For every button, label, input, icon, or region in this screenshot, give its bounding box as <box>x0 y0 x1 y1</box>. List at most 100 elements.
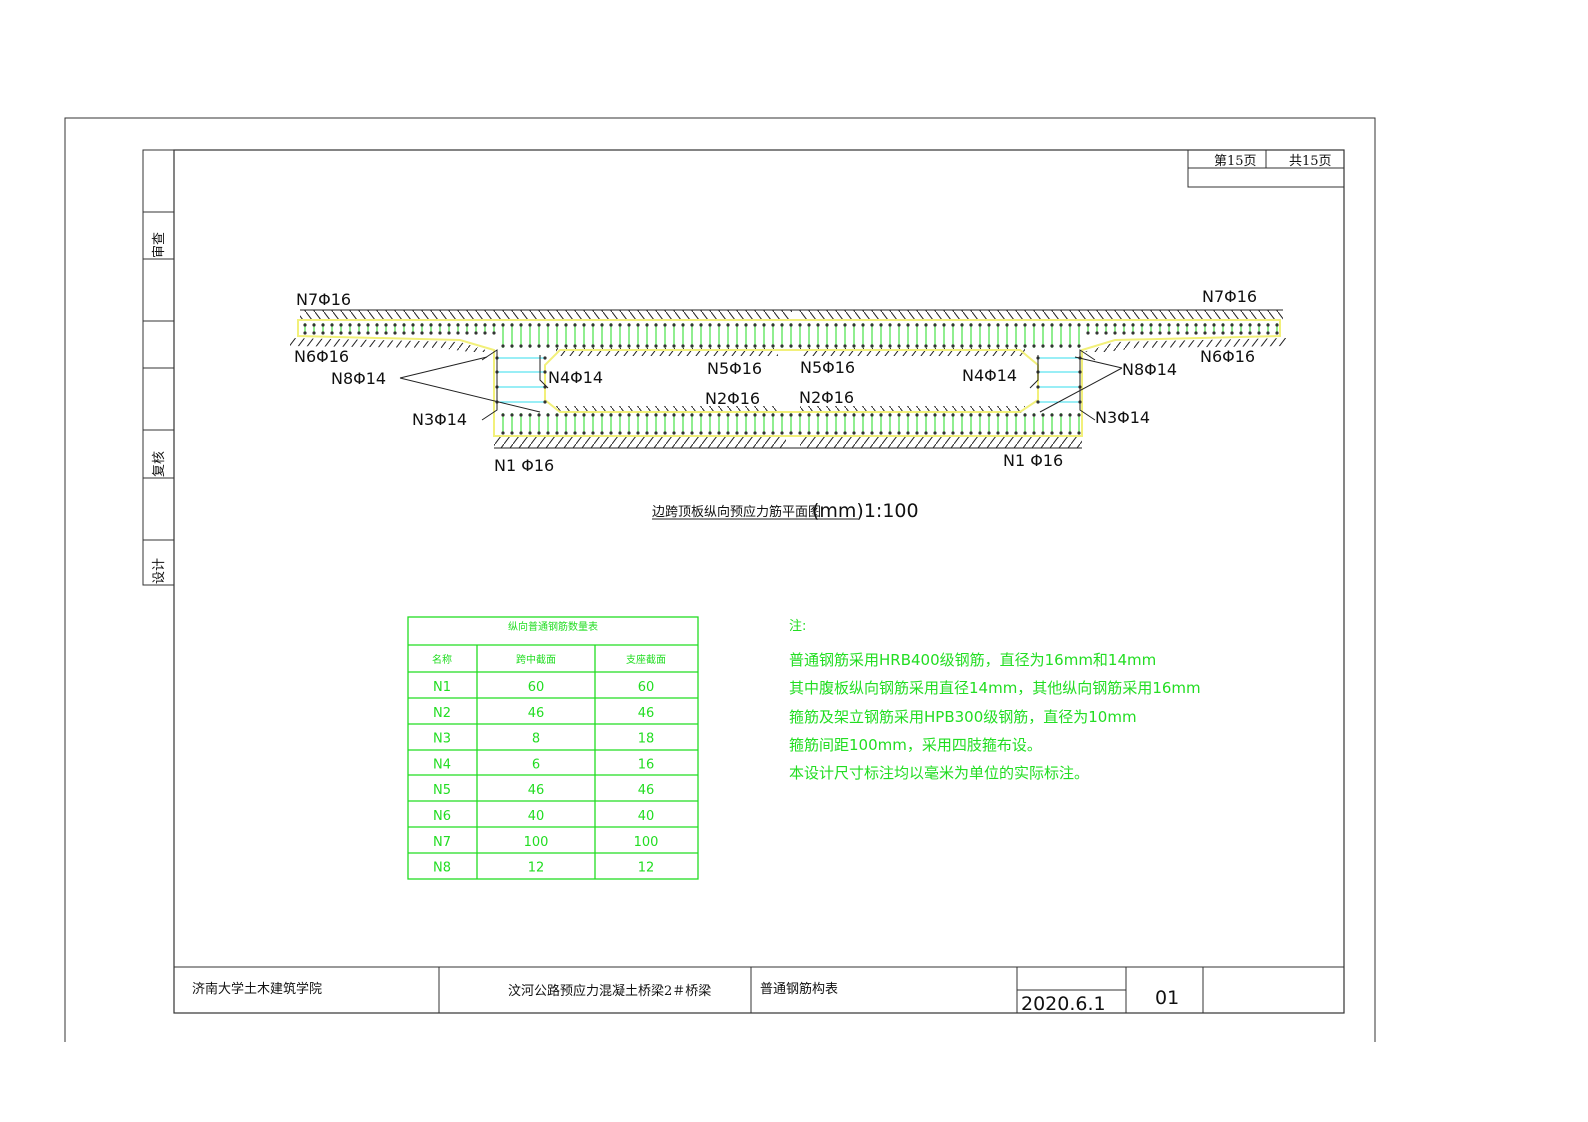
rebar-dot <box>861 431 865 435</box>
rebar-dot <box>438 331 442 335</box>
rebar-dot <box>1023 344 1027 348</box>
rebar-dot <box>1032 344 1036 348</box>
table-cell: N5 <box>433 783 451 798</box>
rebar-dot <box>636 323 640 327</box>
rebar-dot <box>834 323 838 327</box>
rebar-dot <box>519 413 523 417</box>
rebar-dot <box>555 344 559 348</box>
rebar-dot <box>888 413 892 417</box>
rebar-dot <box>807 413 811 417</box>
label-n1-left: N1 Φ16 <box>494 456 554 475</box>
rebar-dot <box>681 431 685 435</box>
rebar-dot <box>690 431 694 435</box>
rebar-dot <box>906 323 910 327</box>
rebar-dot <box>690 413 694 417</box>
rebar-dot <box>528 413 532 417</box>
table-cell: N4 <box>433 757 451 772</box>
rebar-dot <box>330 331 334 335</box>
table-header: 跨中截面 <box>516 653 556 666</box>
label-n1-right: N1 Φ16 <box>1003 451 1063 470</box>
rebar-dot <box>1167 331 1171 335</box>
rebar-dot <box>780 323 784 327</box>
box-girder-section <box>290 309 1286 449</box>
rebar-dot <box>942 413 946 417</box>
rebar-dot <box>384 331 388 335</box>
rebar-dot <box>798 431 802 435</box>
rebar-dot <box>573 344 577 348</box>
rebar-dot <box>699 413 703 417</box>
note-line: 箍筋间距100mm，采用四肢箍布设。 <box>789 736 1042 754</box>
rebar-dot <box>717 431 721 435</box>
rebar-dot <box>510 413 514 417</box>
rebar-dot <box>537 323 541 327</box>
rebar-dot <box>906 413 910 417</box>
rebar-dot <box>843 431 847 435</box>
rebar-dot <box>888 431 892 435</box>
rebar-dot <box>510 344 514 348</box>
rebar-dot <box>1149 331 1153 335</box>
rebar-dot <box>312 323 316 327</box>
sign-review: 审查 <box>152 232 167 258</box>
rebar-dot <box>519 323 523 327</box>
rebar-dot <box>618 413 622 417</box>
rebar-dot <box>996 431 1000 435</box>
rebar-dot <box>996 344 1000 348</box>
rebar-dot <box>1257 323 1261 327</box>
rebar-dot <box>879 323 883 327</box>
rebar-dot <box>1158 323 1162 327</box>
rebar-dot <box>735 344 739 348</box>
rebar-dot <box>699 344 703 348</box>
rebar-dot <box>465 323 469 327</box>
rebar-dot <box>762 431 766 435</box>
rebar-dot <box>699 323 703 327</box>
rebar-dot <box>564 323 568 327</box>
rebar-dot <box>915 413 919 417</box>
rebar-dot <box>987 413 991 417</box>
note-line: 其中腹板纵向钢筋采用直径14mm，其他纵向钢筋采用16mm <box>789 679 1201 697</box>
label-n8-right: N8Φ14 <box>1122 360 1177 379</box>
rebar-dot <box>771 344 775 348</box>
rebar-dot <box>501 413 505 417</box>
rebar-dot <box>501 323 505 327</box>
table-cell: 16 <box>638 757 655 772</box>
sheet-date: 2020.6.1 <box>1021 993 1106 1015</box>
rebar-dot <box>726 431 730 435</box>
rebar-dot <box>1221 323 1225 327</box>
table-cell: 40 <box>638 809 655 824</box>
sheet-number: 01 <box>1155 987 1179 1009</box>
cantilever-hatch-right <box>1084 338 1286 352</box>
label-n2-left: N2Φ16 <box>705 389 760 408</box>
table-cell: 46 <box>528 706 545 721</box>
rebar-dot <box>1077 431 1081 435</box>
rebar-dot <box>726 344 730 348</box>
rebar-dot <box>654 431 658 435</box>
rebar-dot <box>969 413 973 417</box>
rebar-dot <box>771 413 775 417</box>
rebar-dot <box>915 323 919 327</box>
rebar-dot <box>870 344 874 348</box>
rebar-dot <box>915 344 919 348</box>
rebar-dot <box>492 331 496 335</box>
rebar-dot <box>348 331 352 335</box>
rebar-dot <box>1176 323 1180 327</box>
rebar-dot <box>465 331 469 335</box>
rebar-dot <box>1036 400 1040 404</box>
rebar-dot <box>1131 323 1135 327</box>
rebar-dot <box>816 344 820 348</box>
rebar-dot <box>960 323 964 327</box>
rebar-dot <box>708 431 712 435</box>
rebar-dot <box>1230 331 1234 335</box>
rebar-dot <box>537 344 541 348</box>
rebar-dot <box>1032 431 1036 435</box>
rebar-dot <box>1068 323 1072 327</box>
rebar-dot <box>519 431 523 435</box>
rebar-dot <box>1023 431 1027 435</box>
rebar-dot <box>843 323 847 327</box>
rebar-dot <box>375 331 379 335</box>
outer-frame <box>64 117 1376 1042</box>
rebar-dot <box>1014 344 1018 348</box>
rebar-dot <box>1248 331 1252 335</box>
rebar-dot <box>348 323 352 327</box>
note-line: 普通钢筋采用HRB400级钢筋，直径为16mm和14mm <box>789 651 1156 669</box>
